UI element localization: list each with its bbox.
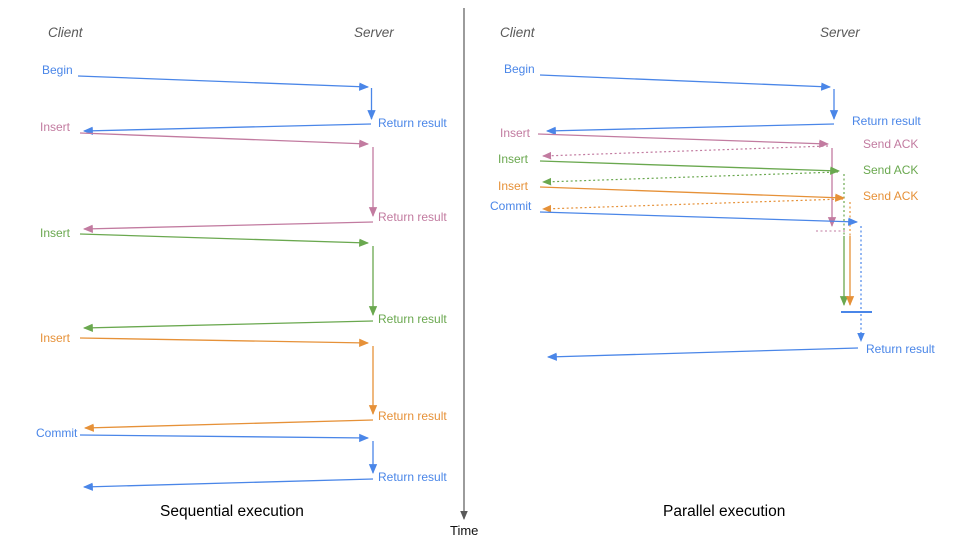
seq-insert1-request-arrow <box>79 132 370 148</box>
par-insert3-label: Insert <box>498 179 529 193</box>
par-insert2-ack-dashed-arrow <box>542 171 839 186</box>
par-insert3-request-arrow <box>539 186 846 202</box>
par-insert1-ack-label: Send ACK <box>863 137 919 151</box>
seq-begin-response-label: Return result <box>378 116 447 130</box>
seq-server-header: Server <box>354 25 394 40</box>
par-commit-response-label: Return result <box>866 342 935 356</box>
par-commit-response-arrow <box>546 347 859 361</box>
seq-commit-request-arrow <box>79 433 370 443</box>
seq-insert1-response-label: Return result <box>378 210 447 224</box>
par-insert1-ack-dashed-arrow <box>542 145 829 160</box>
par-insert1-label: Insert <box>500 126 531 140</box>
seq-insert3-response-arrow <box>83 419 374 432</box>
seq-insert2-response-label: Return result <box>378 312 447 326</box>
par-insert1-request-arrow <box>537 133 830 148</box>
time-axis-label: Time <box>450 523 479 538</box>
par-begin-response-arrow <box>545 123 835 135</box>
par-caption: Parallel execution <box>663 503 786 520</box>
seq-caption: Sequential execution <box>160 503 304 520</box>
seq-insert1-response-arrow <box>82 221 374 233</box>
seq-begin-label: Begin <box>42 63 73 77</box>
seq-begin-response-arrow <box>82 123 372 135</box>
par-begin-request-arrow <box>539 74 832 91</box>
seq-insert3-response-label: Return result <box>378 409 447 423</box>
par-client-header: Client <box>500 25 535 40</box>
seq-insert1-label: Insert <box>40 120 71 134</box>
seq-insert3-label: Insert <box>40 331 71 345</box>
seq-commit-label: Commit <box>36 426 78 440</box>
seq-client-header: Client <box>48 25 83 40</box>
par-insert2-ack-label: Send ACK <box>863 163 919 177</box>
par-insert2-request-arrow <box>539 160 841 175</box>
seq-commit-response-label: Return result <box>378 470 447 484</box>
par-commit-label: Commit <box>490 199 532 213</box>
par-insert3-ack-label: Send ACK <box>863 189 919 203</box>
par-insert3-ack-dashed-arrow <box>542 198 844 213</box>
seq-insert3-request-arrow <box>79 337 370 348</box>
seq-insert2-request-arrow <box>79 233 370 247</box>
par-server-header: Server <box>820 25 860 40</box>
seq-begin-request-arrow <box>77 75 370 91</box>
par-insert2-label: Insert <box>498 152 529 166</box>
par-begin-label: Begin <box>504 62 535 76</box>
seq-insert2-label: Insert <box>40 226 71 240</box>
seq-commit-response-arrow <box>82 478 374 491</box>
par-commit-request-arrow <box>539 211 859 226</box>
par-begin-response-label: Return result <box>852 114 921 128</box>
seq-insert2-response-arrow <box>82 320 374 332</box>
